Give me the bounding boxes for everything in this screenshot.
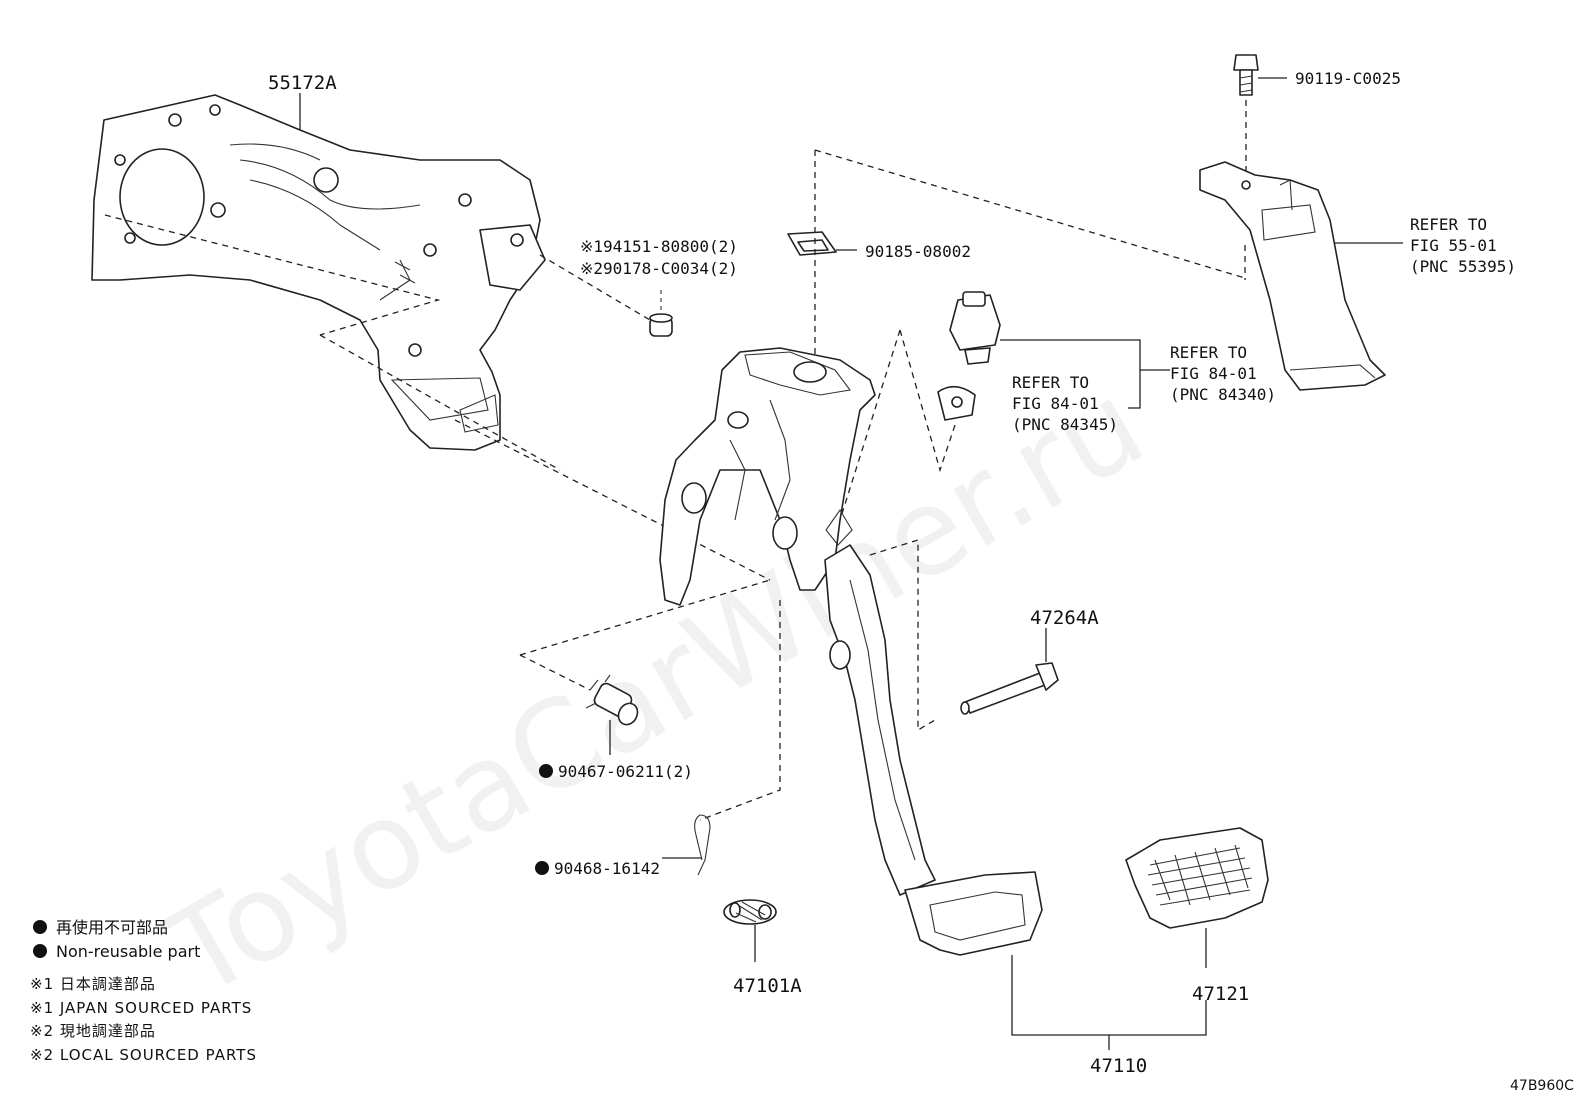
legend-bullet xyxy=(33,944,47,958)
clip-nut-drawing xyxy=(649,290,673,337)
ref84345-line2: FIG 84-01 xyxy=(1012,394,1099,413)
ref55-line2: FIG 55-01 xyxy=(1410,236,1497,255)
label-47110: 47110 xyxy=(1090,1055,1147,1077)
legend-nonreuse-en: Non-reusable part xyxy=(56,942,200,961)
bracket-55395-drawing xyxy=(1199,161,1386,391)
ref84345-line1: REFER TO xyxy=(1012,373,1089,392)
clip-90185-drawing xyxy=(787,231,837,256)
label-90119: 90119-C0025 xyxy=(1295,69,1401,88)
bracket-55172a-drawing xyxy=(91,94,546,451)
pin-47264a-drawing xyxy=(960,662,1059,715)
legend-note1-en: ※1 JAPAN SOURCED PARTS xyxy=(30,999,252,1017)
label-90467: 90467-06211(2) xyxy=(558,762,693,781)
legend-note1-jp: ※1 日本調達部品 xyxy=(30,975,156,993)
stopper-47101a-drawing xyxy=(723,899,777,925)
ref84345-line3: (PNC 84345) xyxy=(1012,415,1118,434)
ref84340-line1: REFER TO xyxy=(1170,343,1247,362)
ref84340-line2: FIG 84-01 xyxy=(1170,364,1257,383)
label-55172a: 55172A xyxy=(268,72,337,94)
legend-note2-en: ※2 LOCAL SOURCED PARTS xyxy=(30,1046,257,1064)
legend-note2-jp: ※2 現地調達部品 xyxy=(30,1022,156,1040)
ref55-line1: REFER TO xyxy=(1410,215,1487,234)
legend-bullet xyxy=(33,920,47,934)
label-194151: ※194151-80800(2) xyxy=(580,237,738,256)
pedal-pad-47121-drawing xyxy=(1125,827,1269,929)
diagram-code: 47B960C xyxy=(1510,1078,1574,1094)
label-90185: 90185-08002 xyxy=(865,242,971,261)
label-290178: ※290178-C0034(2) xyxy=(580,259,738,278)
label-47101a: 47101A xyxy=(733,975,802,997)
cushion-84345-drawing xyxy=(937,385,976,421)
non-reusable-marker xyxy=(539,764,553,778)
ref55-line3: (PNC 55395) xyxy=(1410,257,1516,276)
non-reusable-marker xyxy=(535,861,549,875)
pedal-support-drawing xyxy=(659,347,876,606)
pedal-arm-drawing xyxy=(824,544,1043,956)
switch-84340-drawing xyxy=(949,291,1001,365)
bolt-90119-drawing xyxy=(1233,54,1259,96)
clip-90467-drawing xyxy=(585,674,639,726)
pin-90468-drawing xyxy=(662,814,711,876)
label-47264a: 47264A xyxy=(1030,607,1099,629)
label-47121: 47121 xyxy=(1192,983,1249,1005)
label-90468: 90468-16142 xyxy=(554,859,660,878)
ref84340-line3: (PNC 84340) xyxy=(1170,385,1276,404)
legend-nonreuse-jp: 再使用不可部品 xyxy=(56,918,168,937)
